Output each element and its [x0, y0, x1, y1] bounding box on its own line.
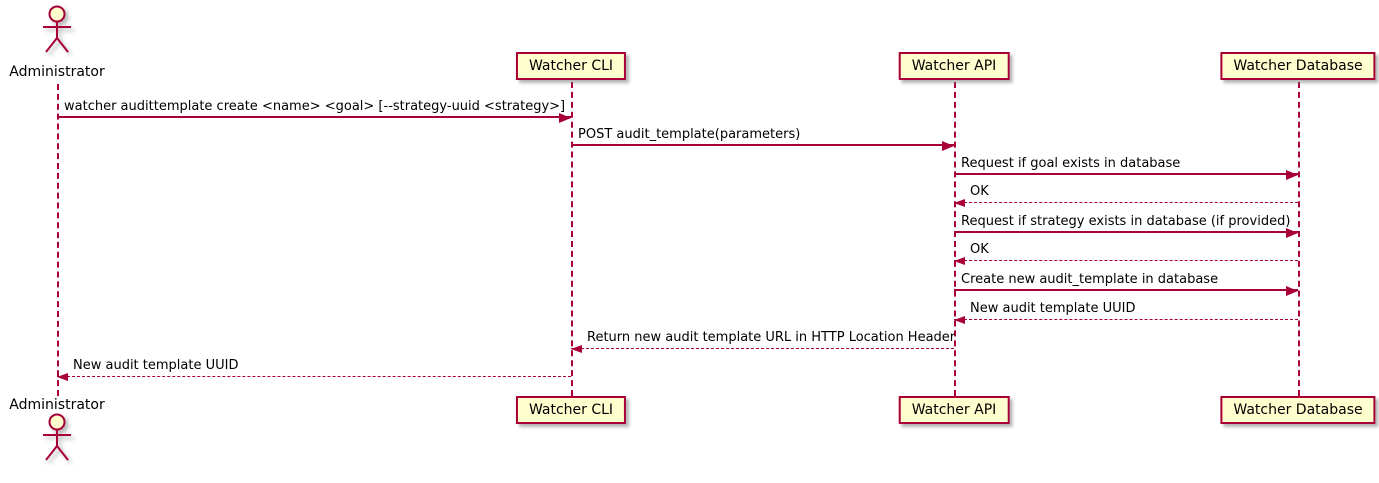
message-line	[954, 202, 1298, 203]
message-label: New audit template UUID	[73, 358, 239, 373]
lifeline-administrator	[57, 84, 59, 396]
participant-watcher-database-top: Watcher Database	[1220, 52, 1376, 80]
message-ok-goal: OK	[954, 182, 1298, 207]
message-label: OK	[970, 184, 989, 199]
actor-label-bottom: Administrator	[9, 397, 105, 413]
lifeline-watcher-cli	[571, 82, 573, 396]
message-label: Return new audit template URL in HTTP Lo…	[587, 330, 956, 345]
participant-watcher-database-bottom: Watcher Database	[1220, 396, 1376, 424]
message-label: Request if goal exists in database	[961, 156, 1181, 171]
message-return-url-location-header: Return new audit template URL in HTTP Lo…	[571, 328, 956, 353]
message-create-audittemplate: watcher audittemplate create <name> <goa…	[57, 97, 571, 123]
message-label: watcher audittemplate create <name> <goa…	[64, 99, 566, 114]
actor-icon	[43, 413, 71, 461]
actor-label-top: Administrator	[9, 64, 105, 80]
message-line	[954, 260, 1298, 261]
message-ok-strategy: OK	[954, 240, 1298, 265]
arrowhead-icon	[571, 345, 582, 353]
message-label: OK	[970, 242, 989, 257]
arrowhead-icon	[559, 113, 571, 123]
message-line	[57, 116, 571, 118]
arrowhead-icon	[954, 316, 965, 324]
message-label: Create new audit_template in database	[961, 272, 1219, 287]
arrowhead-icon	[57, 373, 68, 381]
participant-watcher-api-bottom: Watcher API	[898, 396, 1010, 424]
message-line	[571, 144, 954, 146]
message-label: POST audit_template(parameters)	[578, 127, 801, 142]
message-line	[954, 173, 1298, 175]
arrowhead-icon	[1286, 286, 1298, 296]
message-create-new-audit-template: Create new audit_template in database	[954, 270, 1298, 296]
lifeline-watcher-api	[954, 82, 956, 396]
message-line	[571, 348, 954, 349]
message-label: New audit template UUID	[970, 301, 1136, 316]
message-label: Request if strategy exists in database (…	[961, 214, 1291, 229]
message-line	[954, 319, 1298, 320]
participant-watcher-api-top: Watcher API	[898, 52, 1010, 80]
message-line	[57, 376, 571, 377]
participant-watcher-cli-bottom: Watcher CLI	[515, 396, 627, 424]
arrowhead-icon	[954, 199, 965, 207]
participant-watcher-cli-top: Watcher CLI	[515, 52, 627, 80]
actor-icon	[43, 5, 71, 53]
arrowhead-icon	[1286, 170, 1298, 180]
message-line	[954, 231, 1298, 233]
arrowhead-icon	[954, 257, 965, 265]
message-line	[954, 289, 1298, 291]
message-new-audit-template-uuid-db: New audit template UUID	[954, 299, 1298, 324]
lifeline-watcher-database	[1298, 82, 1300, 396]
arrowhead-icon	[942, 141, 954, 151]
message-new-audit-template-uuid-admin: New audit template UUID	[57, 356, 571, 381]
message-request-goal-exists: Request if goal exists in database	[954, 154, 1298, 180]
message-request-strategy-exists: Request if strategy exists in database (…	[954, 212, 1298, 238]
message-post-audit-template: POST audit_template(parameters)	[571, 125, 954, 151]
arrowhead-icon	[1286, 228, 1298, 238]
